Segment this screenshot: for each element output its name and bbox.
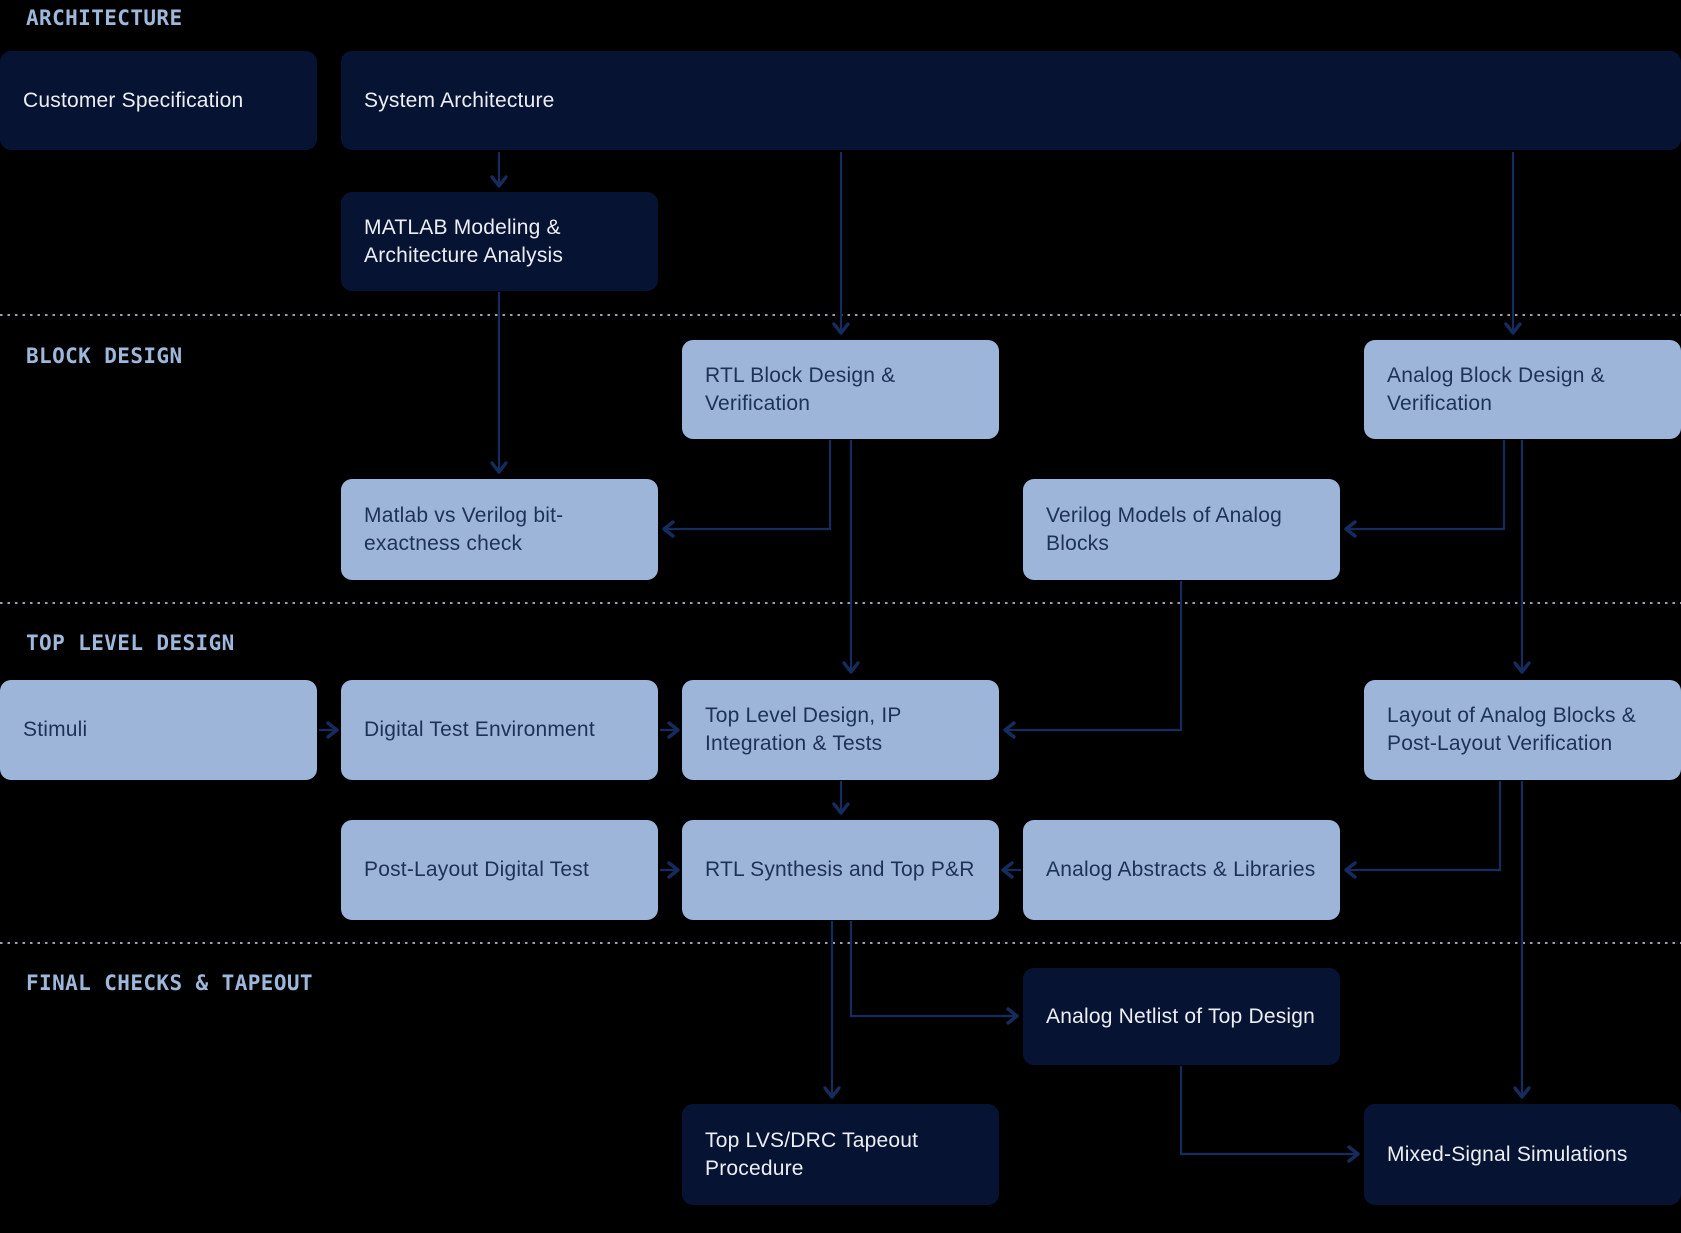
- section-label-architecture: ARCHITECTURE: [26, 6, 183, 30]
- node-label: Verilog Models of Analog Blocks: [1046, 503, 1282, 555]
- arrowhead-down-icon: [1504, 322, 1522, 335]
- node-label: Customer Specification: [23, 88, 244, 112]
- arrowhead-right-icon: [1006, 1007, 1019, 1025]
- edge-system-architecture-to-analog-block-design: [1504, 152, 1522, 335]
- node-label: RTL Synthesis and Top P&R: [705, 858, 975, 882]
- node-label: RTL Block Design & Verification: [705, 363, 896, 415]
- node-mixed-signal-sims: Mixed-Signal Simulations: [1364, 1104, 1681, 1205]
- node-label: Mixed-Signal Simulations: [1387, 1142, 1628, 1166]
- node-rtl-synthesis: RTL Synthesis and Top P&R: [682, 820, 999, 920]
- node-layout-analog: Layout of Analog Blocks & Post-Layout Ve…: [1364, 680, 1681, 780]
- edge-digital-test-env-to-top-level-box: [660, 721, 680, 739]
- node-label: Analog Block Design & Verification: [1387, 363, 1605, 415]
- edge-rtl-block-design-to-top-level-box: [842, 440, 860, 674]
- section-label-final-checks: FINAL CHECKS & TAPEOUT: [26, 971, 313, 995]
- arrowhead-right-icon: [1347, 1145, 1360, 1163]
- arrowhead-right-icon: [667, 721, 680, 739]
- section-label-top-level-design: TOP LEVEL DESIGN: [26, 631, 235, 655]
- node-analog-block-design: Analog Block Design & Verification: [1364, 340, 1681, 439]
- arrowhead-left-icon: [662, 520, 675, 538]
- node-verilog-models: Verilog Models of Analog Blocks: [1023, 479, 1340, 580]
- arrowhead-down-icon: [490, 461, 508, 474]
- arrowhead-left-icon: [1344, 520, 1357, 538]
- node-label: Layout of Analog Blocks & Post-Layout Ve…: [1387, 704, 1636, 755]
- arrowhead-right-icon: [326, 721, 339, 739]
- edge-matlab-modeling-to-matlab-verilog-check: [490, 292, 508, 474]
- arrowhead-left-icon: [1003, 721, 1016, 739]
- arrowhead-left-icon: [1001, 861, 1014, 879]
- node-matlab-verilog-check: Matlab vs Verilog bit-exactness check: [341, 479, 658, 580]
- arrowhead-down-icon: [823, 1086, 841, 1099]
- node-label: Top LVS/DRC Tapeout Procedure: [705, 1128, 919, 1180]
- edge-top-level-box-to-rtl-synthesis: [832, 781, 850, 815]
- edge-analog-block-design-to-layout-analog: [1513, 440, 1531, 674]
- node-analog-netlist: Analog Netlist of Top Design: [1023, 968, 1340, 1065]
- node-label: Post-Layout Digital Test: [364, 858, 590, 882]
- edge-analog-block-design-to-verilog-models: [1344, 440, 1506, 538]
- node-stimuli: Stimuli: [0, 680, 317, 780]
- edge-rtl-synthesis-to-top-lvs-drc: [823, 921, 841, 1099]
- edge-analog-abstracts-to-rtl-synthesis: [1001, 861, 1021, 879]
- edge-analog-netlist-to-mixed-signal-sims: [1179, 1066, 1360, 1163]
- arrowhead-right-icon: [667, 861, 680, 879]
- node-label: MATLAB Modeling & Architecture Analysis: [364, 215, 564, 267]
- arrowhead-down-icon: [490, 175, 508, 188]
- node-system-architecture: System Architecture: [341, 51, 1681, 150]
- node-post-layout-test: Post-Layout Digital Test: [341, 820, 658, 920]
- edge-verilog-models-to-top-level-box: [1003, 581, 1183, 739]
- node-top-lvs-drc: Top LVS/DRC Tapeout Procedure: [682, 1104, 999, 1205]
- arrowhead-left-icon: [1344, 861, 1357, 879]
- edge-rtl-synthesis-to-analog-netlist: [849, 921, 1019, 1025]
- node-matlab-modeling: MATLAB Modeling & Architecture Analysis: [341, 192, 658, 291]
- node-analog-abstracts: Analog Abstracts & Libraries: [1023, 820, 1340, 920]
- node-label: Top Level Design, IP Integration & Tests: [705, 704, 902, 755]
- node-label: Matlab vs Verilog bit-exactness check: [364, 503, 564, 555]
- arrowhead-down-icon: [1513, 661, 1531, 674]
- edge-rtl-block-design-to-matlab-verilog-check: [662, 440, 832, 538]
- arrowhead-down-icon: [842, 661, 860, 674]
- node-digital-test-env: Digital Test Environment: [341, 680, 658, 780]
- arrowhead-down-icon: [832, 322, 850, 335]
- node-label: Analog Abstracts & Libraries: [1046, 858, 1316, 882]
- node-rtl-block-design: RTL Block Design & Verification: [682, 340, 999, 439]
- node-top-level-box: Top Level Design, IP Integration & Tests: [682, 680, 999, 780]
- section-label-block-design: BLOCK DESIGN: [26, 344, 183, 368]
- node-label: Analog Netlist of Top Design: [1046, 1004, 1316, 1028]
- edge-layout-analog-to-analog-abstracts: [1344, 781, 1502, 879]
- edge-post-layout-test-to-rtl-synthesis: [660, 861, 680, 879]
- edge-system-architecture-to-matlab-modeling: [490, 152, 508, 188]
- edge-layout-analog-to-mixed-signal-sims: [1513, 781, 1531, 1099]
- node-customer-spec: Customer Specification: [0, 51, 317, 150]
- arrowhead-down-icon: [1513, 1086, 1531, 1099]
- node-label: Stimuli: [23, 718, 88, 742]
- edge-stimuli-to-digital-test-env: [319, 721, 339, 739]
- node-label: Digital Test Environment: [364, 718, 595, 742]
- node-label: System Architecture: [364, 88, 555, 112]
- arrowhead-down-icon: [832, 802, 850, 815]
- edge-system-architecture-to-rtl-block-design: [832, 152, 850, 335]
